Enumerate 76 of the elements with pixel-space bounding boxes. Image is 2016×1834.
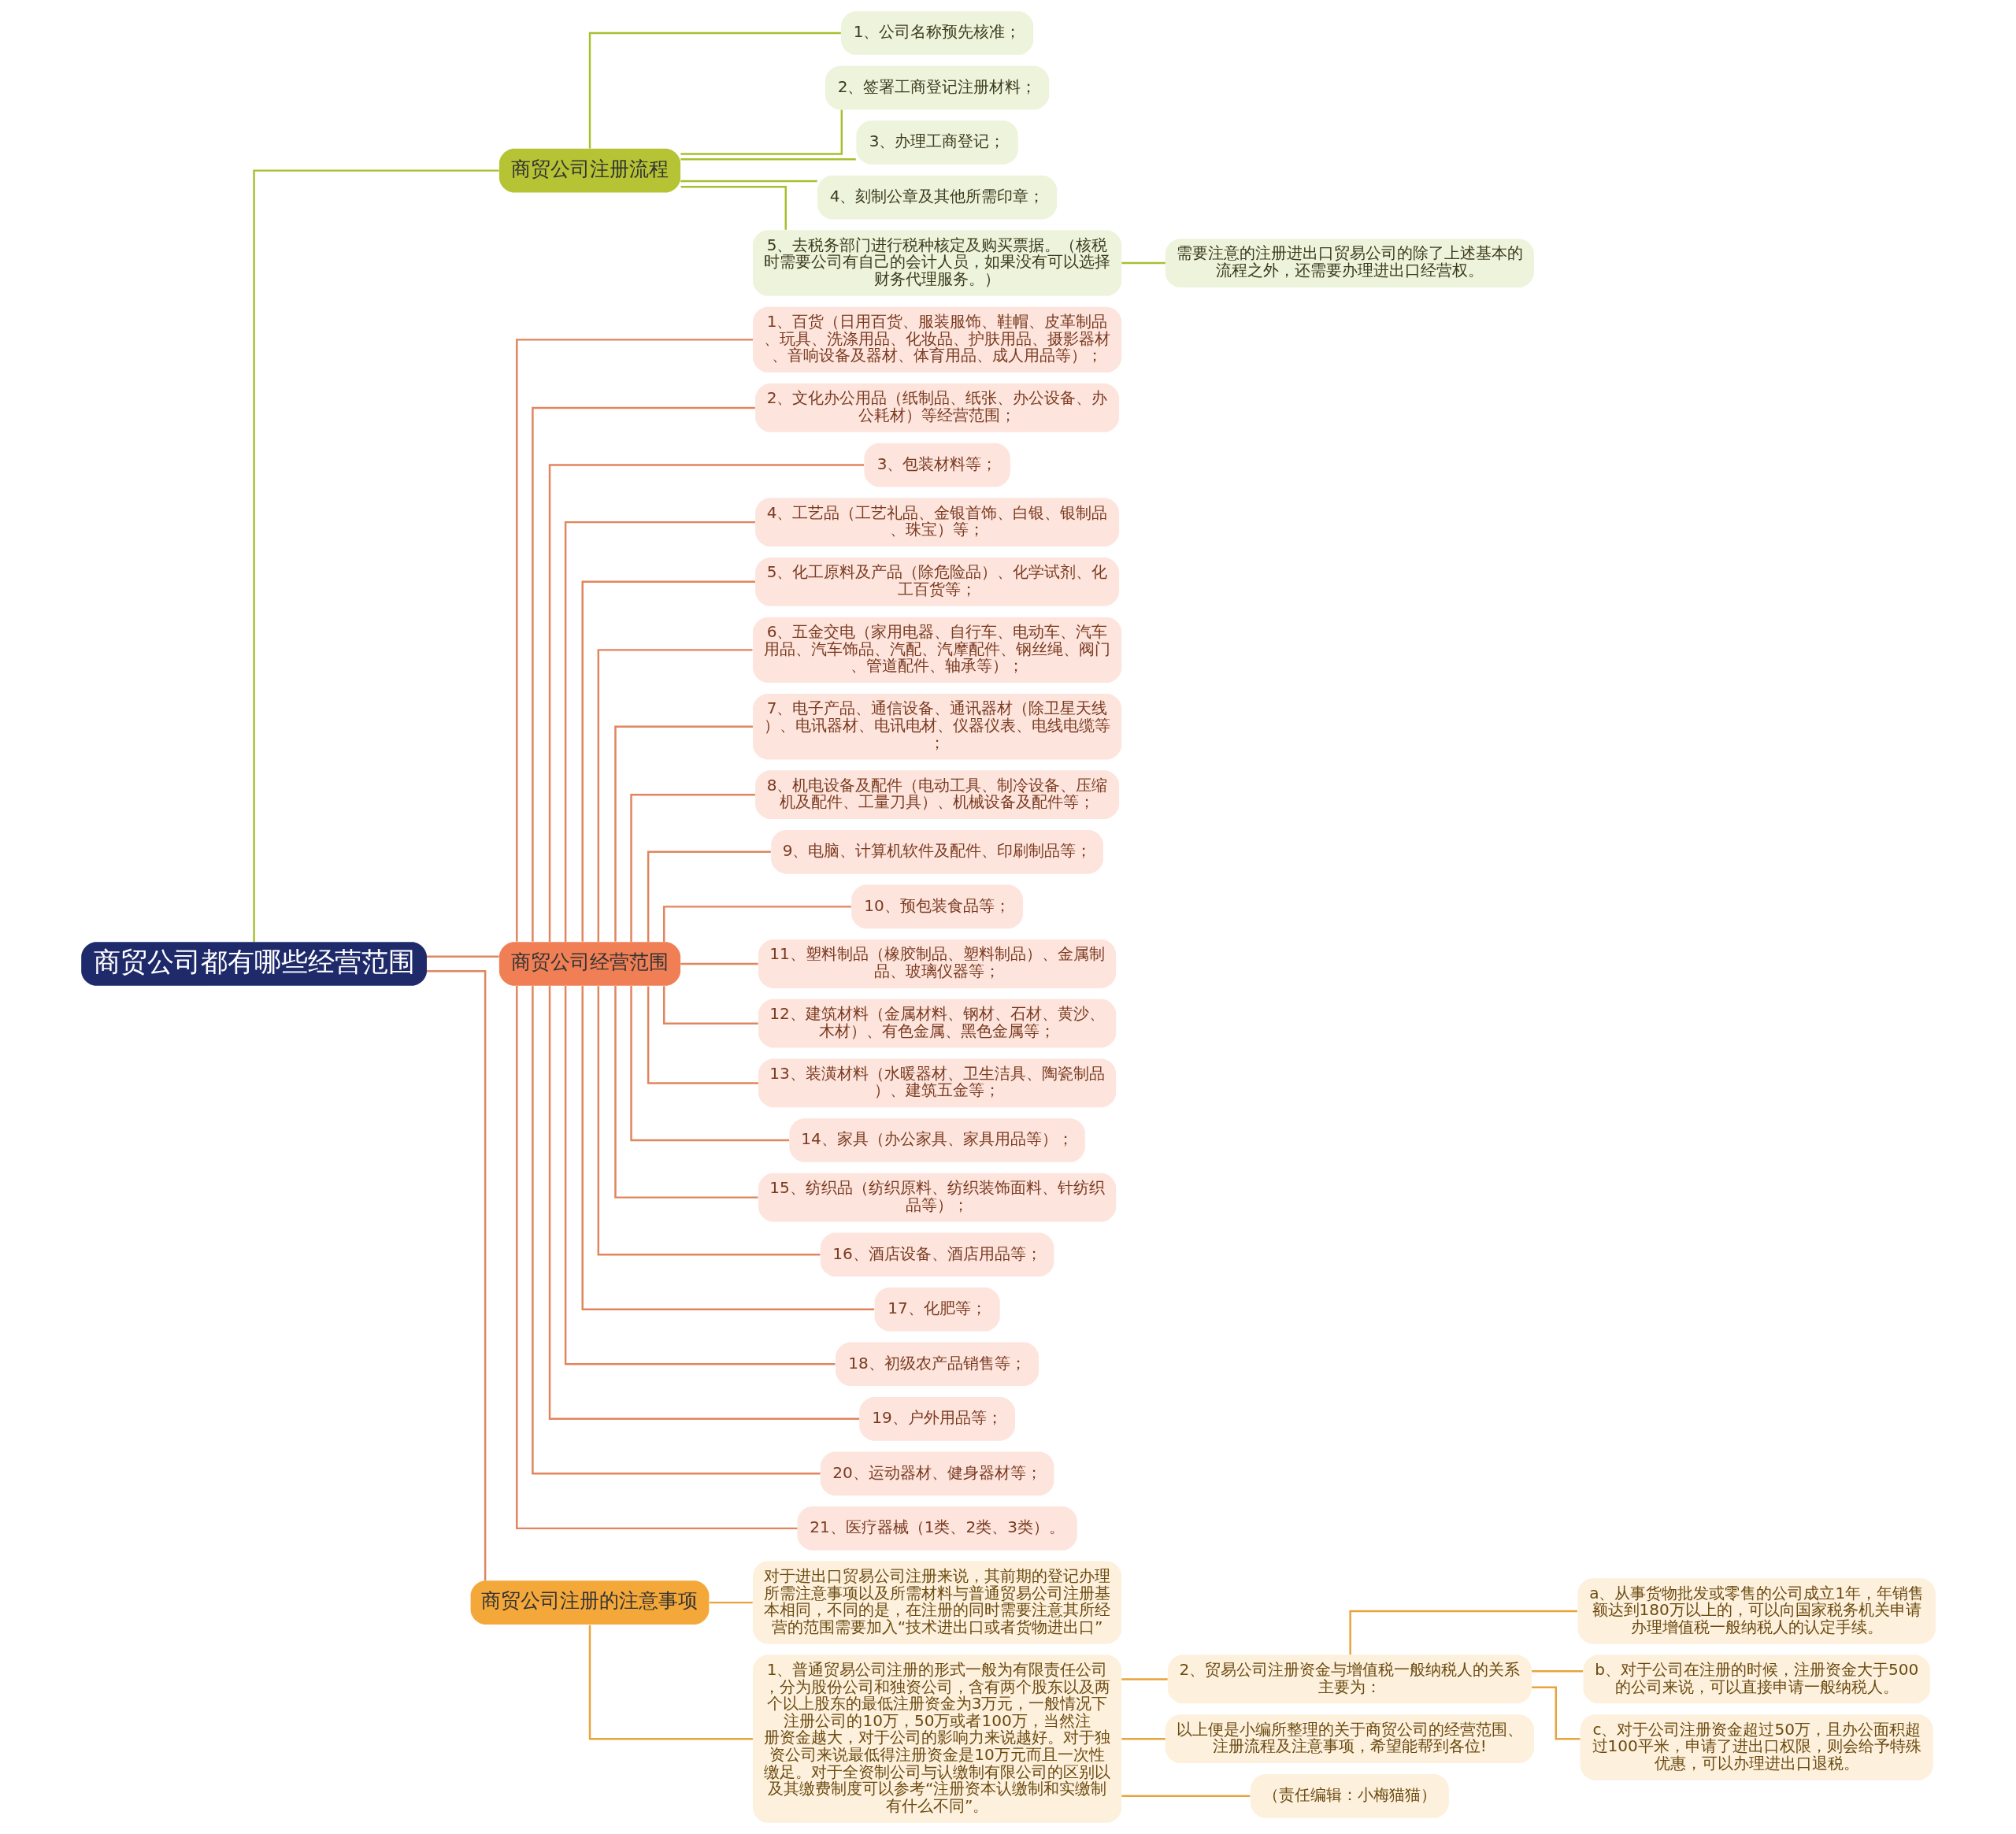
node-box: 商贸公司都有哪些经营范围 — [80, 942, 427, 986]
connector — [426, 970, 486, 1581]
node-box: 7、电子产品、通信设备、通讯器材（除卫星天线）、电讯器材、电讯电材、仪器仪表、电线电缆等； — [752, 694, 1121, 760]
node-box: 20、运动器材、健身器材等； — [820, 1451, 1054, 1496]
connector — [709, 1601, 753, 1604]
connector — [662, 906, 851, 943]
node-box: 商贸公司注册的注意事项 — [470, 1580, 709, 1625]
node-box: 对于进出口贸易公司注册来说，其前期的登记办理所需注意事项以及所需材料与普通贸易公司注册基本相同，不同的是，在注册的同时需要注意其所经营的范围需要加入“技术进出口或者货物进出口” — [752, 1561, 1121, 1644]
node-box: c、对于公司注册资金超过50万，且办公面积超过100平米，申请了进出口权限，则会给予特殊优惠，可以办理进出口退税。 — [1580, 1714, 1933, 1780]
connector — [548, 464, 864, 942]
connector — [588, 31, 841, 149]
node-box: b、对于公司在注册的时候，注册资金大于500的公司来说，可以直接申请一般纳税人。 — [1583, 1654, 1930, 1704]
node-box: 9、电脑、计算机软件及配件、印刷制品等； — [770, 830, 1103, 874]
node-box: 1、普通贸易公司注册的形式一般为有限责任公司，分为股份公司和独资公司，含有两个股东以及两个以上股东的最低注册资金为3万元，一般情况下注册公司的10万，50万或者100万，当然注册资金越大，对于公司的影响力来说越好。对于独资公司来说最低得注册资金是10万元而且一次性缴足。对于全资制公司与认缴制有限公司的区别以及其缴费制度可以参考“注册资本认缴制和实缴制有什么不同”。 — [752, 1654, 1121, 1823]
connector — [564, 986, 835, 1365]
connector — [680, 185, 787, 230]
node-box: 14、家具（办公家具、家具用品等）； — [788, 1118, 1085, 1162]
node-box: 5、去税务部门进行税种核定及购买票据。（核税时需要公司有自己的会计人员，如果没有可以选择财务代理服务。） — [752, 230, 1121, 296]
connector — [680, 180, 817, 183]
node-box: 2、签署工商登记注册材料； — [825, 65, 1049, 110]
connector — [629, 985, 789, 1142]
node-box: 需要注意的注册进出口贸易公司的除了上述基本的流程之外，还需要办理进出口经营权。 — [1165, 239, 1534, 287]
connector — [531, 406, 755, 942]
connector — [1348, 1610, 1577, 1655]
connector — [680, 157, 856, 161]
connector — [597, 986, 820, 1256]
node-box: 12、建筑材料（金属材料、钢材、石材、黄沙、木材）、有色金属、黑色金属等； — [758, 999, 1116, 1048]
node-box: 17、化肥等； — [874, 1287, 1000, 1332]
connector — [613, 985, 758, 1199]
node-box: 4、工艺品（工艺礼品、金银首饰、白银、银制品、珠宝）等； — [754, 498, 1119, 547]
connector — [597, 649, 752, 942]
node-box: 2、贸易公司注册资金与增值税一般纳税人的关系主要为： — [1167, 1654, 1532, 1704]
connector — [515, 339, 753, 942]
node-box: 18、初级农产品销售等； — [835, 1342, 1039, 1387]
connector — [647, 986, 758, 1084]
node-box: 3、包装材料等； — [863, 443, 1010, 487]
connector — [548, 985, 859, 1421]
connector — [647, 850, 771, 942]
node-box: 16、酒店设备、酒店用品等； — [820, 1232, 1054, 1277]
connector — [588, 1625, 753, 1740]
node-box: 2、文化办公用品（纸制品、纸张、办公设备、办公耗材）等经营范围； — [754, 383, 1119, 432]
node-box: 以上便是小编所整理的关于商贸公司的经营范围、注册流程及注意事项，希望能帮到各位! — [1165, 1714, 1534, 1764]
connector — [252, 169, 499, 942]
node-box: 11、塑料制品（橡胶制品、塑料制品）、金属制品、玻璃仪器等； — [758, 939, 1116, 988]
node-box: 3、办理工商登记； — [855, 120, 1018, 165]
connector — [1121, 1795, 1250, 1798]
node-box: a、从事货物批发或零售的公司成立1年，年销售额达到180万以上的，可以向国家税务机关申请办理增值税一般纳税人的认定手续。 — [1577, 1578, 1936, 1644]
connector — [531, 985, 821, 1475]
node-box: 1、公司名称预先核准； — [840, 11, 1033, 55]
node-box: 8、机电设备及配件（电动工具、制冷设备、压缩机及配件、工量刀具）、机械设备及配件等； — [754, 770, 1119, 820]
node-box: 4、刻制公章及其他所需印章； — [817, 175, 1057, 220]
connector — [662, 986, 758, 1024]
connector — [1121, 261, 1166, 265]
connector — [564, 521, 755, 943]
node-box: 10、预包装食品等； — [850, 884, 1023, 929]
connector — [613, 725, 753, 942]
node-box: 13、装潢材料（水暖器材、卫生洁具、陶瓷制品）、建筑五金等； — [758, 1058, 1116, 1108]
node-box: 15、纺织品（纺织原料、纺织装饰面料、针纺织品等）； — [758, 1173, 1116, 1222]
node-box: 商贸公司注册流程 — [498, 148, 680, 193]
connector — [629, 794, 755, 942]
node-box: 5、化工原料及产品（除危险品）、化学试剂、化工百货等； — [754, 557, 1119, 606]
connector — [515, 986, 797, 1530]
node-box: 商贸公司经营范围 — [498, 942, 680, 986]
node-box: 21、医疗器械（1类、2类、3类）。 — [796, 1506, 1077, 1551]
connector — [1531, 1669, 1583, 1673]
connector — [581, 986, 874, 1310]
node-box: （责任编辑：小梅猫猫） — [1250, 1774, 1449, 1818]
connector — [680, 962, 758, 965]
connector — [1121, 1737, 1166, 1740]
connector — [426, 955, 499, 958]
connector — [1121, 1678, 1168, 1680]
connector — [680, 109, 843, 155]
node-box: 6、五金交电（家用电器、自行车、电动车、汽车用品、汽车饰品、汽配、汽摩配件、钢丝绳、阀门、管道配件、轴承等）； — [752, 617, 1121, 684]
node-box: 19、户外用品等； — [858, 1397, 1015, 1441]
node-box: 1、百货（日用百货、服装服饰、鞋帽、皮革制品、玩具、洗涤用品、化妆品、护肤用品、摄影器材、音响设备及器材、体育用品、成人用品等）； — [752, 306, 1121, 373]
connector — [581, 580, 755, 942]
